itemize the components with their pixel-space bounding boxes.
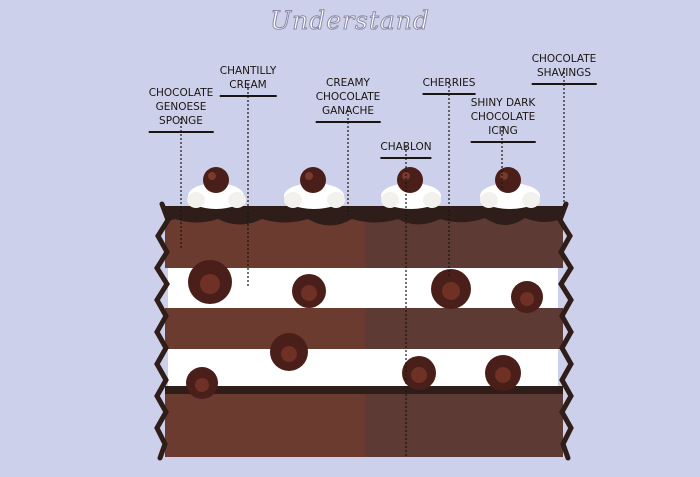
label-genoese: CHOCOLATE GENOESE SPONGE <box>148 72 214 133</box>
inner-cherry-highlight <box>495 367 511 383</box>
inner-cherries <box>186 260 543 399</box>
chablon-base <box>165 386 563 394</box>
cream-layer-upper <box>168 268 558 308</box>
inner-cherry-highlight <box>200 274 220 294</box>
inner-cherry-highlight <box>195 378 209 392</box>
shaving-right <box>557 201 574 461</box>
sponge-middle-right <box>365 308 563 349</box>
leader-lines <box>180 68 565 456</box>
rosette-3 <box>381 167 441 209</box>
inner-cherry-highlight <box>442 282 460 300</box>
label-shavings: CHOCOLATE SHAVINGS <box>531 38 597 85</box>
top-cherry <box>203 167 229 193</box>
top-cherry <box>300 167 326 193</box>
label-icing: SHINY DARK CHOCOLATE ICING <box>470 82 536 143</box>
inner-cherry-highlight <box>281 346 297 362</box>
sponge-middle-left <box>165 308 365 349</box>
label-cherries: CHERRIES <box>422 62 476 95</box>
inner-cherry-highlight <box>301 285 317 301</box>
rosette-4 <box>480 167 540 209</box>
diagram-title: Understand <box>270 6 430 36</box>
chocolate-shavings <box>154 201 574 461</box>
label-chantilly: CHANTILLY CREAM <box>219 50 277 97</box>
ganache-drips <box>165 206 563 226</box>
sponge-bottom-left <box>165 393 365 457</box>
sponge-bottom-right <box>365 393 563 457</box>
top-cherry <box>495 167 521 193</box>
cake-body <box>165 206 563 457</box>
label-chablon: CHABLON <box>380 126 432 159</box>
label-ganache: CREAMY CHOCOLATE GANACHE <box>315 62 381 123</box>
inner-cherry-highlight <box>520 292 534 306</box>
top-decorations <box>187 167 540 209</box>
inner-cherry-highlight <box>411 367 427 383</box>
top-cherry <box>397 167 423 193</box>
rosette-1 <box>187 167 246 209</box>
rosette-2 <box>284 167 345 209</box>
shaving-left <box>154 201 171 461</box>
